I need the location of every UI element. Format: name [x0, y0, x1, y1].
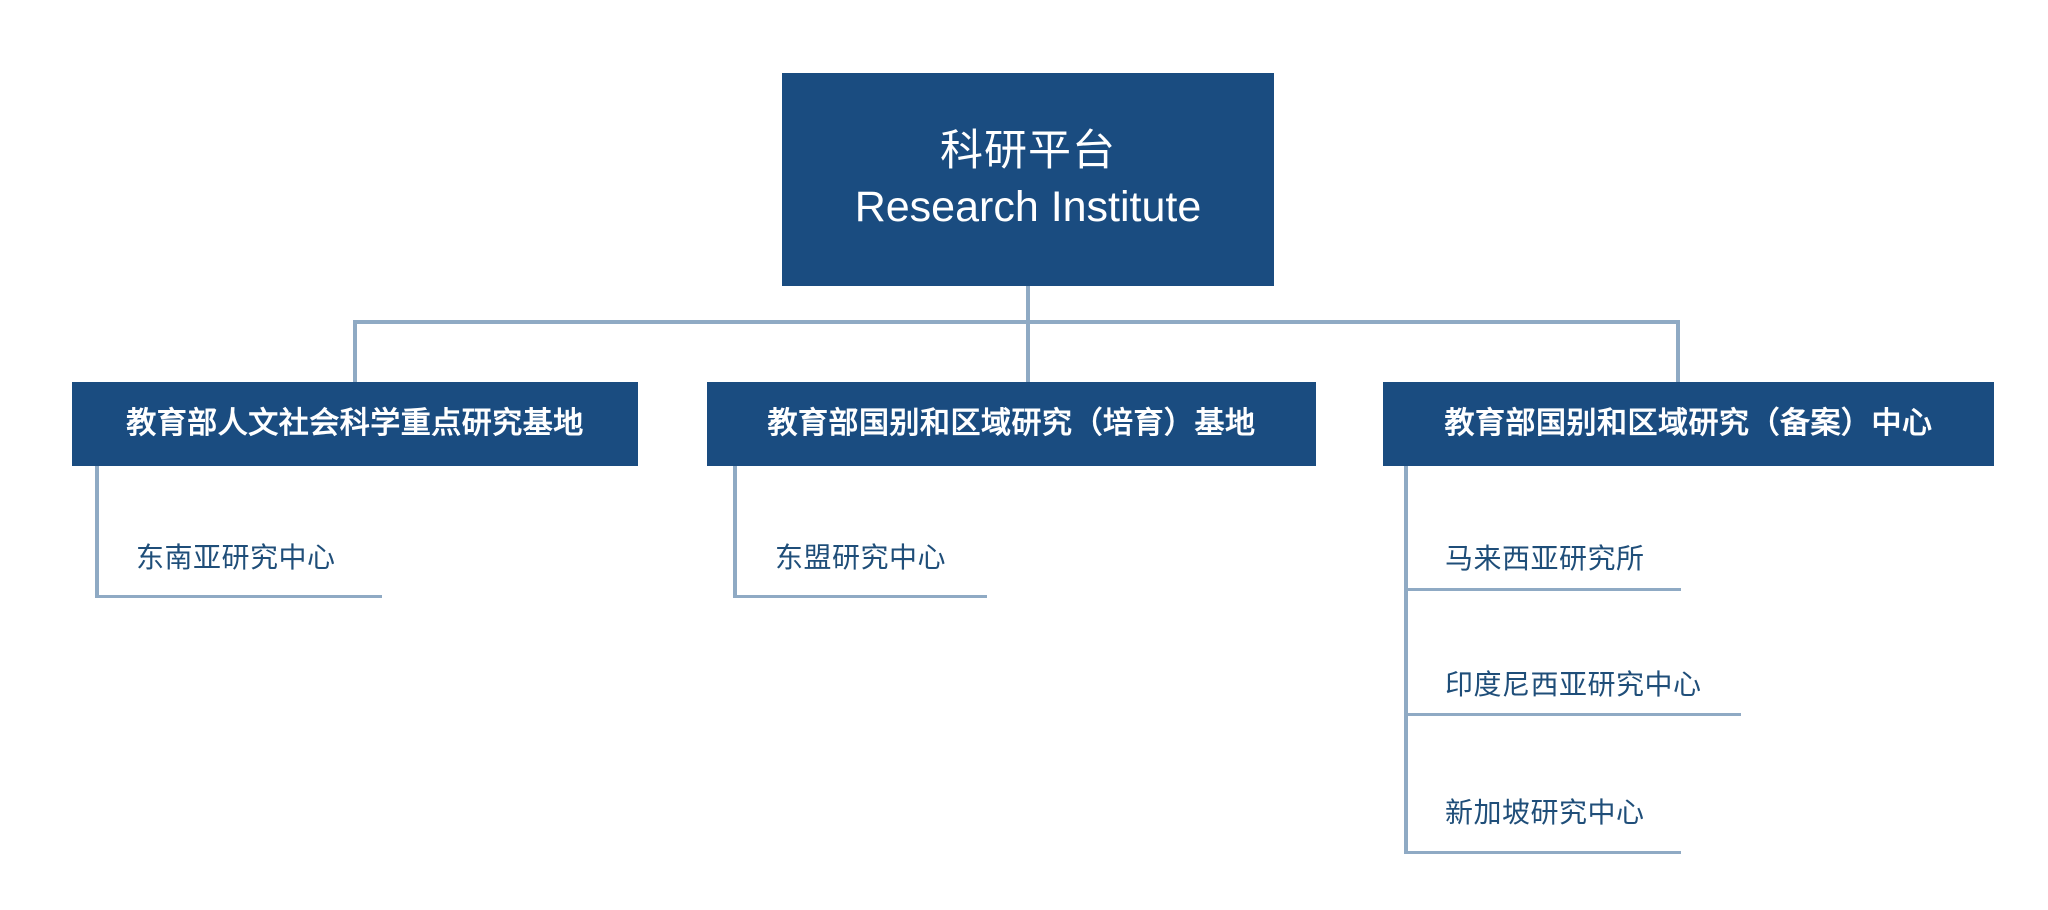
- connector-leaf-spine-column-3: [1404, 466, 1408, 854]
- connector-drop-branch-2: [1026, 320, 1030, 384]
- connector-drop-branch-3: [1676, 320, 1680, 384]
- leaf-item-malaysia-institute[interactable]: 马来西亚研究所: [1445, 543, 1645, 574]
- connector-leaf-underline-c1-1: [95, 595, 382, 598]
- leaf-item-southeast-asia-center[interactable]: 东南亚研究中心: [136, 542, 336, 573]
- root-label-cn: 科研平台: [940, 127, 1116, 176]
- org-node-branch-1[interactable]: 教育部人文社会科学重点研究基地: [72, 382, 638, 466]
- connector-drop-branch-1: [353, 320, 357, 384]
- connector-root-stem: [1026, 286, 1030, 322]
- branch-1-label: 教育部人文社会科学重点研究基地: [126, 406, 584, 440]
- connector-leaf-spine-column-2: [733, 466, 737, 598]
- branch-3-label: 教育部国别和区域研究（备案）中心: [1444, 406, 1933, 440]
- leaf-item-asean-center[interactable]: 东盟研究中心: [775, 542, 947, 573]
- connector-leaf-underline-c3-2: [1404, 713, 1741, 716]
- org-node-root[interactable]: 科研平台 Research Institute: [782, 73, 1274, 286]
- connector-leaf-underline-c2-1: [733, 595, 987, 598]
- branch-2-label: 教育部国别和区域研究（培育）基地: [767, 406, 1256, 440]
- root-label-en: Research Institute: [854, 182, 1202, 231]
- leaf-item-indonesia-center[interactable]: 印度尼西亚研究中心: [1445, 669, 1702, 700]
- connector-leaf-underline-c3-3: [1404, 851, 1681, 854]
- org-node-branch-2[interactable]: 教育部国别和区域研究（培育）基地: [707, 382, 1316, 466]
- connector-horizontal-bus: [353, 320, 1680, 324]
- org-node-branch-3[interactable]: 教育部国别和区域研究（备案）中心: [1383, 382, 1994, 466]
- connector-leaf-underline-c3-1: [1404, 588, 1681, 591]
- connector-leaf-spine-column-1: [95, 466, 99, 598]
- leaf-item-singapore-center[interactable]: 新加坡研究中心: [1445, 797, 1645, 828]
